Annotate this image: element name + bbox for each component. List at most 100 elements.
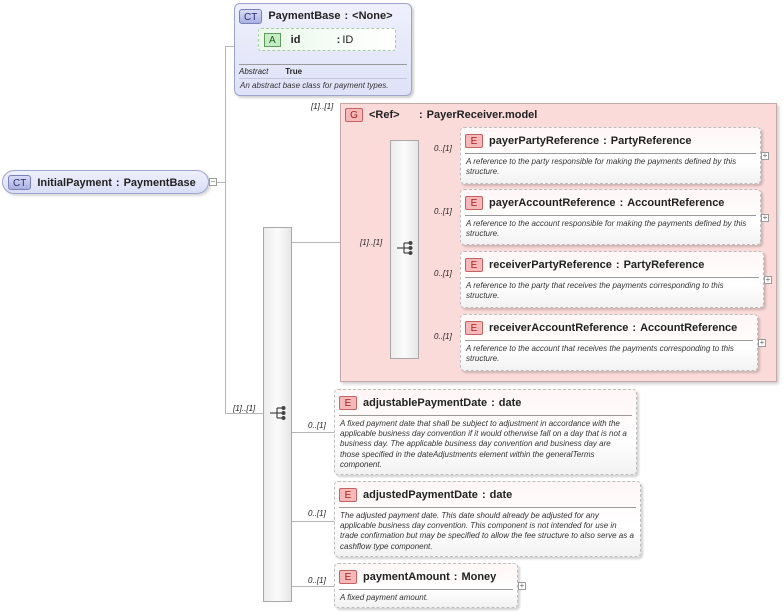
expand-toggle[interactable]: + [761, 151, 769, 160]
separator-colon: : [615, 259, 620, 271]
group-header: G <Ref> : PayerReceiver.model [345, 108, 537, 122]
root-type-node[interactable]: CT InitialPayment : PaymentBase [2, 170, 209, 194]
element-cardinality: 0..[1] [434, 144, 452, 153]
element-type: AccountReference [627, 197, 725, 209]
inner-sequence-cardinality: [1]..[1] [360, 238, 383, 247]
element-type: date [498, 397, 522, 409]
divider [465, 340, 753, 341]
attribute-row[interactable]: A id : ID [258, 28, 396, 51]
element-description: A reference to the account that receives… [466, 344, 734, 364]
element-description: A reference to the party that receives t… [466, 281, 724, 301]
base-type-card[interactable]: CT PaymentBase : <None> A id : ID Abstra… [234, 3, 412, 96]
abstract-value: True [285, 67, 303, 76]
group-cardinality: [1]..[1] [311, 102, 334, 111]
root-type-name: InitialPayment [37, 176, 112, 189]
divider [239, 64, 407, 65]
element-description: The adjusted payment date. This date sho… [340, 511, 634, 551]
element-cardinality: 0..[1] [434, 269, 452, 278]
element-header: E adjustedPaymentDate : date [339, 486, 512, 504]
element-card-paymentAmount[interactable]: E paymentAmount : Money A fixed payment … [334, 563, 518, 608]
separator-colon: : [344, 10, 349, 22]
element-cardinality: 0..[1] [434, 207, 452, 216]
element-name: payerAccountReference [489, 197, 616, 209]
separator-colon: : [453, 571, 458, 583]
group-name: PayerReceiver.model [426, 109, 538, 121]
connector [225, 413, 263, 414]
connector [292, 586, 334, 587]
sequence-icon [270, 406, 286, 420]
element-icon: E [339, 396, 357, 410]
separator-colon: : [619, 197, 624, 209]
abstract-row: Abstract True [239, 67, 302, 76]
element-icon: E [339, 570, 357, 584]
element-name: adjustablePaymentDate [363, 397, 488, 409]
connector [209, 182, 225, 183]
base-type-header: CT PaymentBase : <None> [239, 7, 393, 25]
base-type-name: PaymentBase [268, 10, 341, 22]
separator-colon: : [481, 489, 486, 501]
element-header: E paymentAmount : Money [339, 568, 496, 586]
group-ref: <Ref> [369, 109, 400, 121]
divider [465, 153, 756, 154]
element-card-payerPartyReference[interactable]: E payerPartyReference : PartyReference A… [460, 127, 761, 184]
separator-colon: : [603, 135, 607, 147]
divider [465, 277, 759, 278]
element-header: E payerPartyReference : PartyReference [465, 132, 691, 150]
connector [292, 242, 340, 243]
element-icon: E [465, 196, 483, 210]
separator-colon: : [115, 176, 120, 189]
root-type-type: PaymentBase [123, 176, 196, 189]
element-card-adjustablePaymentDate[interactable]: E adjustablePaymentDate : date A fixed p… [334, 389, 637, 475]
element-card-payerAccountReference[interactable]: E payerAccountReference : AccountReferen… [460, 189, 761, 245]
element-description: A fixed payment date that shall be subje… [340, 419, 627, 469]
element-icon: E [465, 134, 483, 148]
element-icon: E [465, 258, 483, 272]
element-name: payerPartyReference [489, 135, 600, 147]
divider [339, 589, 513, 590]
abstract-label: Abstract [239, 67, 269, 76]
element-type: PartyReference [610, 135, 692, 147]
element-card-receiverAccountReference[interactable]: E receiverAccountReference : AccountRefe… [460, 314, 758, 371]
element-name: receiverAccountReference [489, 322, 629, 334]
separator-colon: : [632, 322, 637, 334]
element-description: A fixed payment amount. [340, 593, 429, 602]
element-header: E adjustablePaymentDate : date [339, 394, 521, 412]
element-type: Money [461, 571, 497, 583]
divider [339, 507, 636, 508]
connector [292, 432, 334, 433]
element-name: adjustedPaymentDate [363, 489, 478, 501]
element-cardinality: 0..[1] [308, 421, 326, 430]
attribute-name: id [290, 34, 301, 46]
element-card-adjustedPaymentDate[interactable]: E adjustedPaymentDate : date The adjuste… [334, 481, 641, 557]
element-icon: E [339, 488, 357, 502]
expand-toggle[interactable]: + [518, 581, 526, 590]
element-type: date [489, 489, 513, 501]
expand-toggle[interactable]: + [758, 338, 766, 347]
element-description: A reference to the account responsible f… [466, 219, 747, 239]
sequence-cardinality: [1]..[1] [233, 404, 256, 413]
divider [239, 78, 407, 79]
element-name: receiverPartyReference [489, 259, 612, 271]
element-name: paymentAmount [363, 571, 450, 583]
separator-colon: : [336, 34, 341, 46]
element-icon: E [465, 321, 483, 335]
element-card-receiverPartyReference[interactable]: E receiverPartyReference : PartyReferenc… [460, 251, 764, 308]
element-description: A reference to the party responsible for… [466, 157, 737, 177]
expand-toggle[interactable]: + [761, 213, 769, 222]
connector [225, 46, 235, 47]
separator-colon: : [419, 109, 423, 121]
collapse-toggle[interactable]: − [209, 177, 217, 186]
connector [225, 46, 226, 413]
base-type-description: An abstract base class for payment types… [240, 81, 389, 90]
attribute-icon: A [264, 33, 281, 47]
element-cardinality: 0..[1] [308, 576, 326, 585]
complex-type-extension-icon: CT [8, 175, 32, 190]
element-header: E receiverAccountReference : AccountRefe… [465, 319, 737, 337]
expand-toggle[interactable]: + [764, 275, 772, 284]
connector [292, 521, 334, 522]
divider [339, 415, 632, 416]
element-type: AccountReference [640, 322, 738, 334]
group-icon: G [345, 108, 363, 122]
sequence-icon [397, 241, 413, 255]
element-cardinality: 0..[1] [308, 509, 326, 518]
